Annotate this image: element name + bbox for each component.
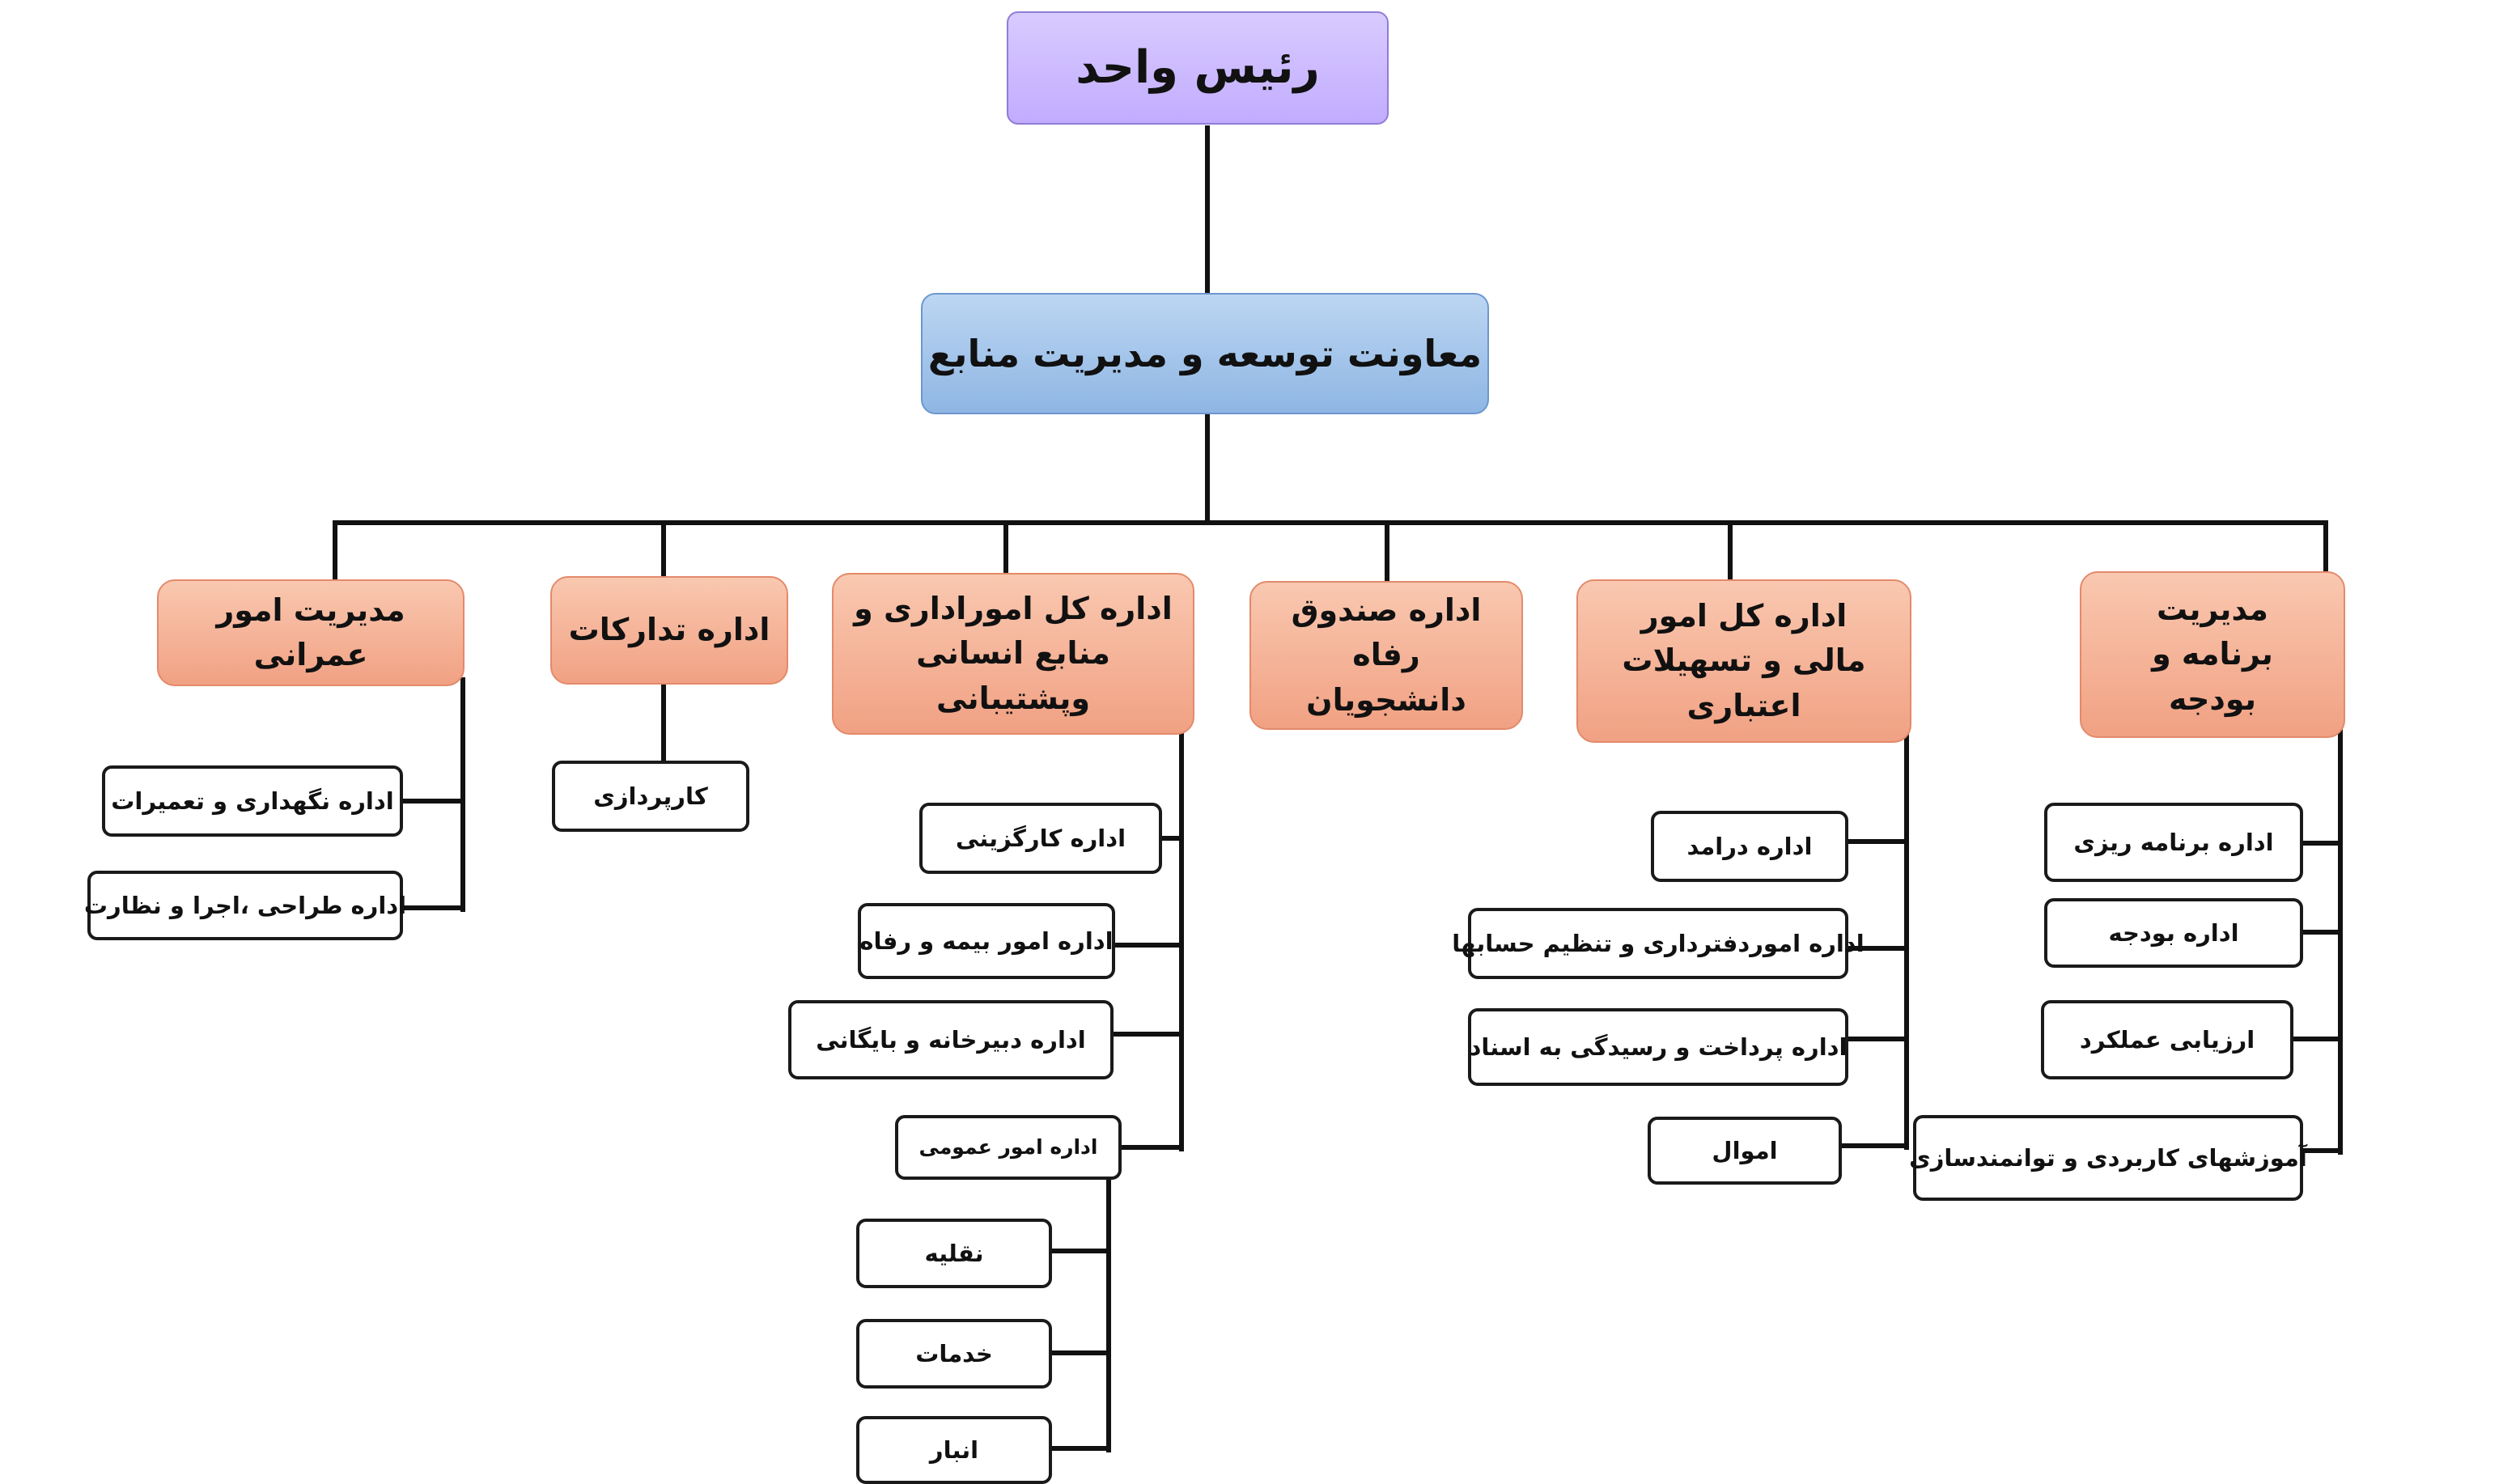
dept-student-welfare-fund: اداره صندوق رفاه دانشجویان (1249, 581, 1523, 730)
unit-revenue: اداره درامد (1651, 811, 1848, 882)
unit-secretariat-archive: اداره دبیرخانه و بایگانی (788, 1000, 1114, 1079)
head-of-unit-box: رئیس واحد (1007, 11, 1389, 125)
unit-applied-training-empowerment: آموزشهای کاربردی و توانمندسازی (1909, 1115, 2307, 1201)
unit-personnel: اداره کارگزینی (919, 803, 1162, 874)
dept-program-budget: مدیریت برنامه و بودجه (2080, 571, 2345, 738)
unit-budget-office: اداره بودجه (2044, 898, 2303, 968)
unit-maintenance-repairs: اداره نگهداری و تعمیرات (102, 765, 403, 837)
unit-assets: اموال (1648, 1117, 1842, 1185)
dept-finance: اداره کل امور مالی و تسهیلات اعتباری (1576, 579, 1911, 743)
unit-warehouse: انبار (856, 1416, 1052, 1484)
deputy-development-resources-box: معاونت توسعه و مدیریت منابع (921, 293, 1489, 414)
unit-bookkeeping-accounts: اداره اموردفترداری و تنظیم حسابها (1452, 908, 1865, 979)
unit-planning: اداره برنامه ریزی (2044, 803, 2303, 882)
dept-procurement: اداره تدارکات (550, 576, 788, 685)
unit-performance-evaluation: ارزیابی عملکرد (2041, 1000, 2293, 1079)
unit-transportation: نقلیه (856, 1219, 1052, 1288)
dept-hr-support: اداره کل اموراداری و منابع انسانی وپشتیب… (832, 573, 1194, 735)
unit-services: خدمات (856, 1319, 1052, 1389)
unit-insurance-welfare: اداره امور بیمه و رفاه (858, 903, 1115, 979)
unit-design-execution-supervision: اداره طراحی ،اجرا و نظارت (84, 871, 406, 940)
dept-civil-affairs: مدیریت امور عمرانی (157, 579, 465, 686)
unit-purchasing: کارپردازی (552, 761, 749, 832)
unit-payment-documents: اداره پرداخت و رسیدگی به اسناد (1468, 1008, 1848, 1086)
unit-general-affairs: اداره امور عمومی (895, 1115, 1122, 1180)
